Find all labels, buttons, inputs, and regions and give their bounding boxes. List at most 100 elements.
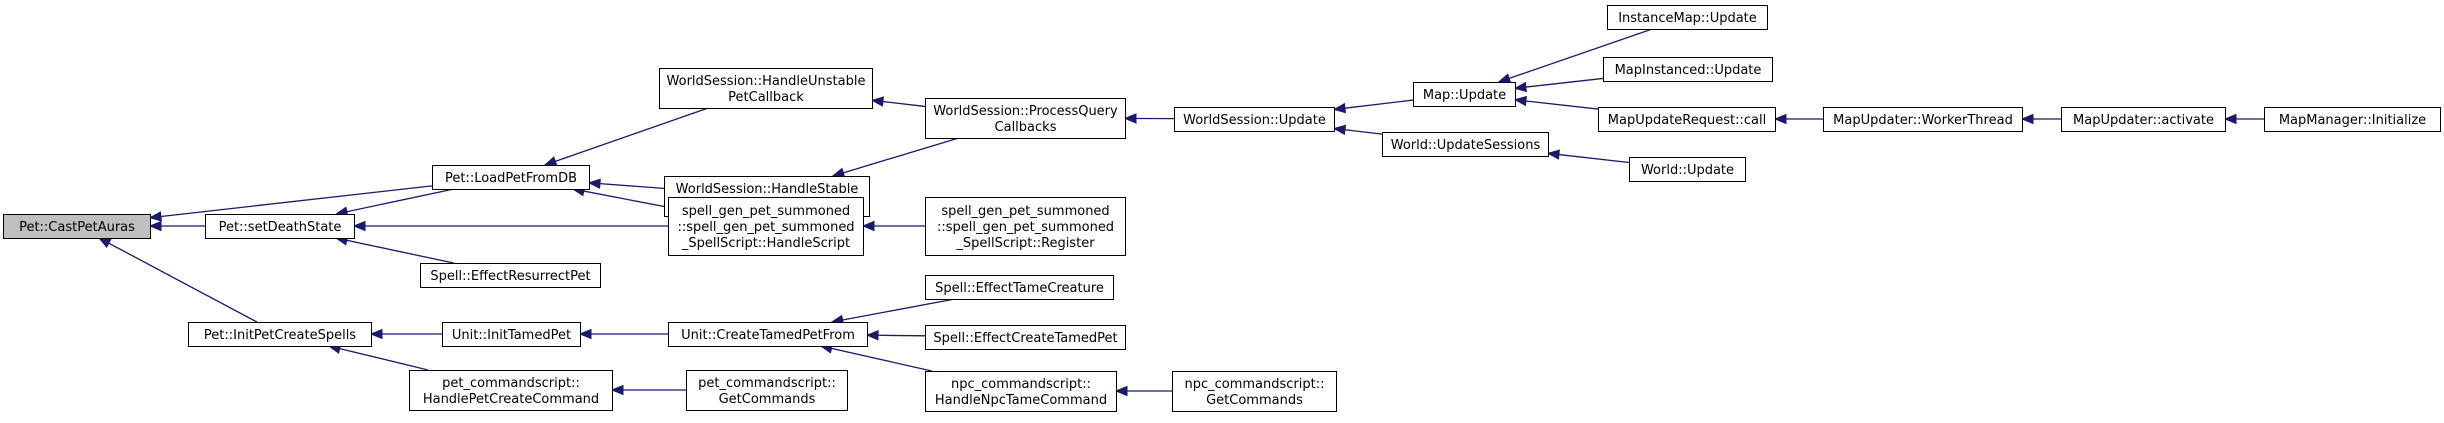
graph-edge-arrowhead bbox=[148, 211, 162, 222]
graph-node-box bbox=[442, 322, 581, 347]
graph-node[interactable]: World::UpdateSessions bbox=[1382, 132, 1549, 157]
graph-node-label: Spell::EffectTameCreature bbox=[935, 281, 1104, 296]
graph-node-label: World::Update bbox=[1641, 163, 1734, 178]
graph-edge bbox=[108, 242, 258, 323]
graph-node-label: Pet::setDeathState bbox=[219, 220, 342, 235]
graph-edge bbox=[877, 334, 926, 337]
graph-node-label: Callbacks bbox=[995, 120, 1057, 135]
graph-edge-arrowhead bbox=[97, 237, 112, 248]
graph-node-label: MapUpdater::activate bbox=[2073, 113, 2214, 128]
graph-node-label: spell_gen_pet_summoned bbox=[682, 204, 850, 219]
graph-node-label: npc_commandscript:: bbox=[1184, 377, 1324, 392]
graph-node-box bbox=[432, 165, 590, 190]
graph-node-label: HandleNpcTameCommand bbox=[935, 393, 1107, 408]
graph-edge bbox=[346, 239, 454, 264]
graph-edge bbox=[583, 190, 669, 208]
graph-edge-arrowhead bbox=[148, 220, 162, 232]
graph-node[interactable]: npc_commandscript::HandleNpcTameCommand bbox=[925, 371, 1117, 412]
graph-edge-arrowhead bbox=[1114, 385, 1128, 397]
graph-node-label: PetCallback bbox=[728, 90, 804, 105]
graph-node-label: Unit::InitTamedPet bbox=[452, 328, 571, 343]
graph-node-box bbox=[668, 197, 864, 256]
graph-node-label: GetCommands bbox=[719, 392, 816, 407]
graph-node-label: npc_commandscript:: bbox=[951, 377, 1091, 392]
graph-node-label: _SpellScript::HandleScript bbox=[681, 236, 850, 251]
graph-node-label: Map::Update bbox=[1423, 88, 1506, 103]
graph-node-label: WorldSession::ProcessQuery bbox=[933, 104, 1118, 119]
graph-node[interactable]: pet_commandscript::GetCommands bbox=[686, 370, 848, 411]
graph-node-box bbox=[409, 370, 613, 411]
graph-node[interactable]: Pet::InitPetCreateSpells bbox=[188, 322, 372, 347]
graph-node-box bbox=[420, 263, 601, 288]
graph-node-box bbox=[925, 98, 1126, 139]
graph-edge-arrowhead bbox=[587, 178, 601, 189]
graph-node[interactable]: Unit::CreateTamedPetFrom bbox=[668, 322, 868, 347]
graph-edge bbox=[346, 188, 455, 213]
graph-edge-arrowhead bbox=[831, 167, 846, 178]
graph-node-box bbox=[925, 325, 1126, 350]
graph-node[interactable]: spell_gen_pet_summoned::spell_gen_pet_su… bbox=[668, 197, 864, 256]
graph-edge bbox=[555, 107, 709, 162]
graph-node[interactable]: World::Update bbox=[1629, 157, 1746, 182]
graph-node-box bbox=[1629, 157, 1746, 182]
graph-edge-arrowhead bbox=[1332, 102, 1347, 114]
graph-node[interactable]: Pet::CastPetAuras bbox=[3, 214, 151, 239]
graph-node-label: Spell::EffectResurrectPet bbox=[430, 269, 590, 284]
graph-node-box bbox=[205, 214, 355, 239]
graph-edge-arrowhead bbox=[2223, 113, 2237, 125]
graph-node[interactable]: Unit::InitTamedPet bbox=[442, 322, 581, 347]
graph-node-label: Pet::LoadPetFromDB bbox=[445, 171, 577, 186]
graph-edge-arrowhead bbox=[2020, 113, 2034, 125]
graph-node-label: MapUpdateRequest::call bbox=[1608, 113, 1766, 128]
graph-node-label: HandlePetCreateCommand bbox=[423, 392, 599, 407]
graph-node-label: Pet::InitPetCreateSpells bbox=[204, 328, 356, 343]
graph-node[interactable]: Pet::LoadPetFromDB bbox=[432, 165, 590, 190]
graph-edge bbox=[1344, 99, 1414, 109]
graph-node[interactable]: pet_commandscript::HandlePetCreateComman… bbox=[409, 370, 613, 411]
graph-node[interactable]: Spell::EffectResurrectPet bbox=[420, 263, 601, 288]
graph-edge-arrowhead bbox=[870, 96, 884, 107]
graph-node-label: MapUpdater::WorkerThread bbox=[1833, 113, 2013, 128]
graph-node[interactable]: Pet::setDeathState bbox=[205, 214, 355, 239]
graph-node[interactable]: Map::Update bbox=[1413, 82, 1516, 107]
graph-edge bbox=[1344, 129, 1383, 135]
graph-node-box bbox=[1413, 82, 1516, 107]
graph-node-label: WorldSession::Update bbox=[1183, 113, 1326, 128]
graph-edge-arrowhead bbox=[543, 156, 558, 167]
graph-node[interactable]: MapManager::Initialize bbox=[2264, 107, 2441, 132]
graph-node-label: Pet::CastPetAuras bbox=[19, 220, 135, 235]
graph-node-box bbox=[1603, 57, 1773, 82]
graph-node[interactable]: npc_commandscript::GetCommands bbox=[1172, 371, 1337, 412]
graph-node[interactable]: MapUpdateRequest::call bbox=[1598, 107, 1776, 132]
graph-edge bbox=[843, 137, 959, 174]
graph-node-box bbox=[925, 197, 1126, 256]
graph-node[interactable]: MapInstanced::Update bbox=[1603, 57, 1773, 82]
graph-node-box-root bbox=[3, 214, 151, 239]
graph-node-label: WorldSession::HandleStable bbox=[676, 182, 859, 197]
graph-edge-arrowhead bbox=[1513, 81, 1527, 93]
graph-edge-arrowhead bbox=[1546, 149, 1560, 160]
graph-node-label: GetCommands bbox=[1206, 393, 1303, 408]
graph-node-box bbox=[668, 322, 868, 347]
graph-edge bbox=[160, 185, 433, 218]
graph-node-label: Unit::CreateTamedPetFrom bbox=[681, 328, 855, 343]
graph-node-box bbox=[925, 275, 1114, 300]
graph-edge-arrowhead bbox=[610, 384, 624, 396]
graph-edge bbox=[1525, 77, 1604, 88]
graph-node[interactable]: MapUpdater::activate bbox=[2061, 107, 2226, 132]
graph-edge-arrowhead bbox=[1123, 113, 1137, 124]
graph-node[interactable]: WorldSession::Update bbox=[1174, 107, 1335, 132]
graph-node-label: pet_commandscript:: bbox=[442, 376, 580, 391]
graph-node[interactable]: Spell::EffectCreateTamedPet bbox=[925, 325, 1126, 350]
graph-node[interactable]: Spell::EffectTameCreature bbox=[925, 275, 1114, 300]
graph-node-box bbox=[2061, 107, 2226, 132]
graph-node[interactable]: MapUpdater::WorkerThread bbox=[1823, 107, 2023, 132]
graph-node-box bbox=[188, 322, 372, 347]
graph-node[interactable]: InstanceMap::Update bbox=[1607, 5, 1768, 30]
graph-node[interactable]: spell_gen_pet_summoned::spell_gen_pet_su… bbox=[925, 197, 1126, 256]
graph-node-label: ::spell_gen_pet_summoned bbox=[677, 220, 854, 235]
graph-node-label: pet_commandscript:: bbox=[698, 376, 836, 391]
